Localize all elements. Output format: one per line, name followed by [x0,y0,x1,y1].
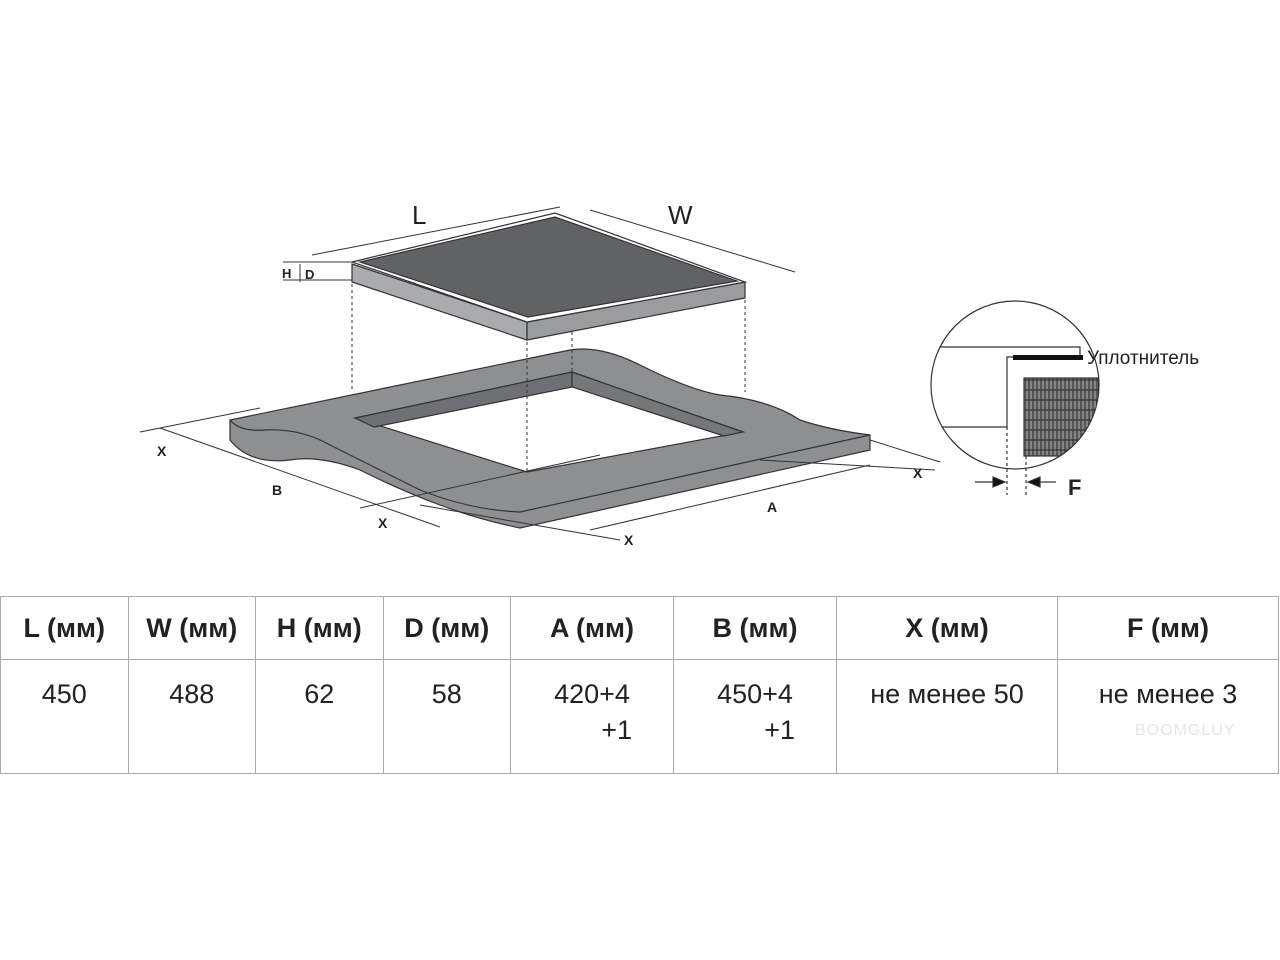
header-W: W (мм) [127,596,256,660]
header-B: B (мм) [673,596,837,660]
value-W: 488 [127,659,256,774]
value-A: 420+4 [554,679,630,709]
value-X: не менее 50 [836,659,1058,774]
watermark: BOOMGLUY [1135,722,1236,739]
countertop [229,348,871,529]
label-X-front-left: X [378,515,388,531]
dimensions-table: L (мм) W (мм) H (мм) D (мм) A (мм) B (мм… [0,596,1279,774]
value-A-cell: 420+4 +1 [510,659,674,774]
table-row: 450 488 62 58 420+4 +1 450+4 +1 не менее 5… [0,659,1279,774]
label-F: F [1068,475,1081,500]
seal-detail [930,300,1100,495]
projection-lines [351,284,746,472]
hob [349,212,748,341]
label-H: H [282,266,291,281]
value-B: 450+4 [717,679,793,709]
value-H: 62 [255,659,384,774]
value-D: 58 [382,659,511,774]
header-X: X (мм) [836,596,1058,660]
value-L: 450 [0,659,129,774]
value-F: не менее 3 [1057,659,1279,774]
label-A: A [767,499,777,515]
table-header-row: L (мм) W (мм) H (мм) D (мм) A (мм) B (мм… [0,596,1279,660]
label-X-front: X [624,532,634,548]
tolerance-B: +1 [764,715,795,745]
label-B: B [272,482,282,498]
header-L: L (мм) [0,596,129,660]
header-A: A (мм) [510,596,674,660]
value-B-cell: 450+4 +1 [673,659,837,774]
label-W: W [668,200,693,230]
tolerance-A: +1 [601,715,632,745]
header-H: H (мм) [255,596,384,660]
seal-label: Уплотнитель [1087,348,1199,369]
label-D: D [305,267,314,282]
label-X-right: X [913,465,923,481]
label-L: L [412,200,426,230]
header-F: F (мм) [1057,596,1279,660]
dimension-lines [139,206,941,541]
hob-installation-diagram: L W H D X B X X A X Уплотнитель F [139,200,1199,548]
label-X-left: X [157,443,167,459]
header-D: D (мм) [382,596,511,660]
